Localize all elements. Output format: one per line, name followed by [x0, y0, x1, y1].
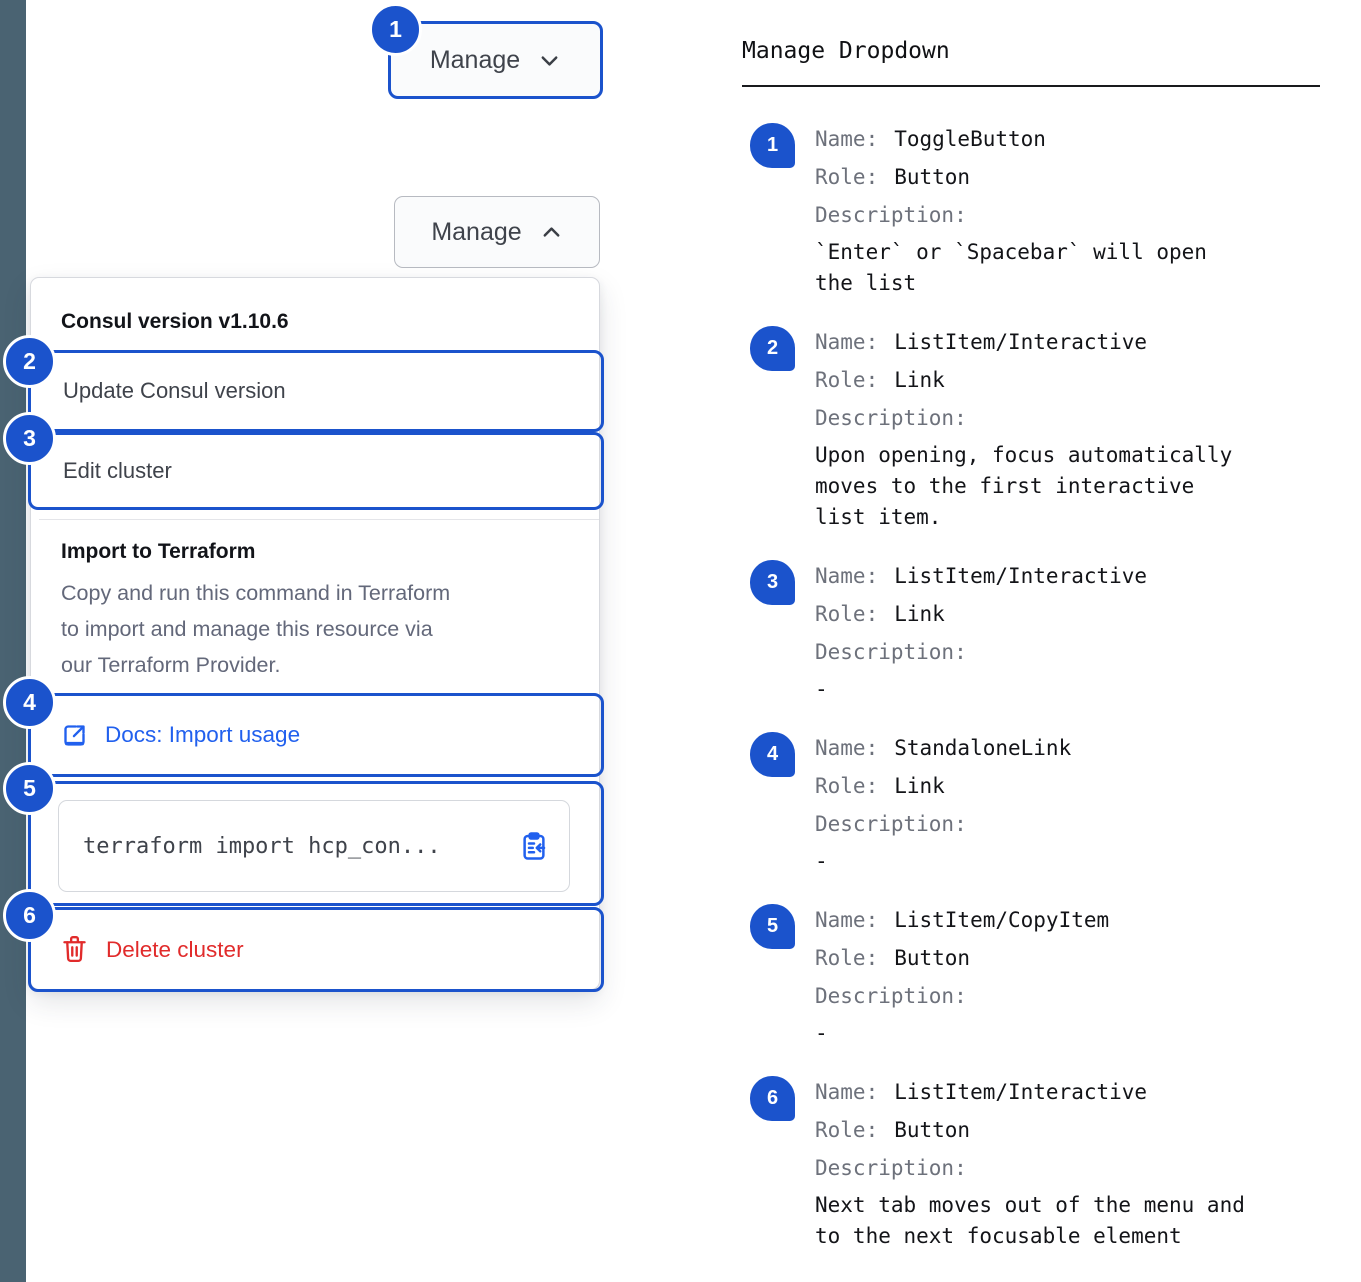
role-value: Link	[894, 368, 945, 392]
legend-item: 3 Name: ListItem/Interactive Role: Link De…	[742, 557, 1320, 705]
annotation-legend: Manage Dropdown 1 Name: ToggleButton Role…	[742, 38, 1320, 1252]
terraform-command-field[interactable]: terraform import hcp_con...	[58, 800, 570, 892]
left-edge-strip	[0, 0, 26, 1282]
role-value: Link	[894, 774, 945, 798]
role-label: Role:	[815, 165, 879, 189]
description-value: -	[815, 1021, 828, 1045]
legend-title: Manage Dropdown	[742, 38, 950, 64]
manage-open-button[interactable]: Manage	[394, 196, 600, 268]
role-label: Role:	[815, 1118, 879, 1142]
manage-toggle-button[interactable]: Manage	[388, 21, 603, 99]
legend-item: 6 Name:ListItem/Interactive Role:Button …	[742, 1073, 1320, 1252]
name-value: ListItem/Interactive	[894, 564, 1148, 588]
name-value: ToggleButton	[894, 127, 1046, 151]
description-label: Description:	[815, 984, 967, 1008]
role-label: Role:	[815, 602, 879, 626]
docs-import-usage-link[interactable]: Docs: Import usage	[28, 693, 604, 777]
role-value: Button	[894, 165, 971, 189]
docs-import-usage-label: Docs: Import usage	[105, 722, 301, 747]
consul-version-label: Consul version v1.10.6	[61, 310, 289, 333]
description-label: Description:	[815, 640, 967, 664]
copy-to-clipboard-icon[interactable]	[519, 831, 549, 861]
legend-divider	[742, 85, 1320, 87]
legend-item-number-badge: 5	[750, 904, 795, 949]
name-label: Name:	[815, 330, 879, 354]
legend-item: 5 Name: ListItem/CopyItem Role: Button Des…	[742, 901, 1320, 1049]
annotation-marker-2: 2	[3, 335, 56, 388]
annotation-marker-1: 1	[369, 3, 422, 56]
role-label: Role:	[815, 774, 879, 798]
role-label: Role:	[815, 368, 879, 392]
import-to-terraform-title: Import to Terraform	[61, 540, 256, 563]
legend-item-list: 1 Name: ToggleButton Role: Button Descript…	[742, 120, 1320, 1252]
description-label: Description:	[815, 1156, 967, 1180]
legend-item: 4 Name: StandaloneLink Role: Link Descript…	[742, 729, 1320, 877]
name-label: Name:	[815, 127, 879, 151]
role-value: Button	[894, 1118, 971, 1142]
role-value: Link	[894, 602, 945, 626]
name-label: Name:	[815, 736, 879, 760]
terraform-command-text: terraform import hcp_con...	[83, 833, 441, 859]
description-label: Description:	[815, 812, 967, 836]
legend-item: 2 Name: ListItem/Interactive Role: Link De…	[742, 323, 1320, 533]
trash-icon	[63, 936, 86, 963]
legend-item-number-badge: 4	[750, 732, 795, 777]
legend-item: 1 Name: ToggleButton Role: Button Descript…	[742, 120, 1320, 299]
legend-item-number-badge: 3	[750, 560, 795, 605]
name-value: ListItem/Interactive	[894, 1080, 1148, 1104]
manage-open-label: Manage	[431, 217, 522, 246]
name-value: ListItem/CopyItem	[894, 908, 1110, 932]
legend-item-number-badge: 2	[750, 326, 795, 371]
import-to-terraform-description: Copy and run this command in Terraform t…	[61, 581, 451, 677]
description-label: Description:	[815, 203, 967, 227]
terraform-command-item[interactable]: terraform import hcp_con...	[28, 781, 604, 906]
menu-item-update-consul-version[interactable]: Update Consul version	[28, 350, 604, 432]
annotation-marker-3: 3	[3, 412, 56, 465]
manage-toggle-label: Manage	[429, 45, 521, 74]
annotation-marker-6: 6	[3, 889, 56, 942]
annotation-marker-4: 4	[3, 676, 56, 729]
name-label: Name:	[815, 1080, 879, 1104]
edit-cluster-label: Edit cluster	[63, 458, 172, 483]
role-label: Role:	[815, 946, 879, 970]
chevron-up-icon	[543, 226, 560, 237]
manage-dropdown-panel: Consul version v1.10.6 Update Consul ver…	[28, 277, 604, 992]
description-label: Description:	[815, 406, 967, 430]
legend-item-number-badge: 1	[750, 123, 795, 168]
name-value: ListItem/Interactive	[894, 330, 1148, 354]
legend-item-number-badge: 6	[750, 1076, 795, 1121]
name-label: Name:	[815, 908, 879, 932]
annotation-marker-5: 5	[3, 762, 56, 815]
menu-item-delete-cluster[interactable]: Delete cluster	[28, 907, 604, 992]
chevron-down-icon	[541, 55, 558, 66]
external-link-icon	[64, 724, 85, 746]
description-value: -	[815, 849, 828, 873]
delete-cluster-label: Delete cluster	[106, 936, 244, 962]
name-label: Name:	[815, 564, 879, 588]
name-value: StandaloneLink	[894, 736, 1072, 760]
role-value: Button	[894, 946, 971, 970]
description-value: -	[815, 677, 828, 701]
update-consul-version-label: Update Consul version	[63, 378, 286, 403]
menu-item-edit-cluster[interactable]: Edit cluster	[28, 432, 604, 510]
menu-divider	[39, 519, 599, 520]
